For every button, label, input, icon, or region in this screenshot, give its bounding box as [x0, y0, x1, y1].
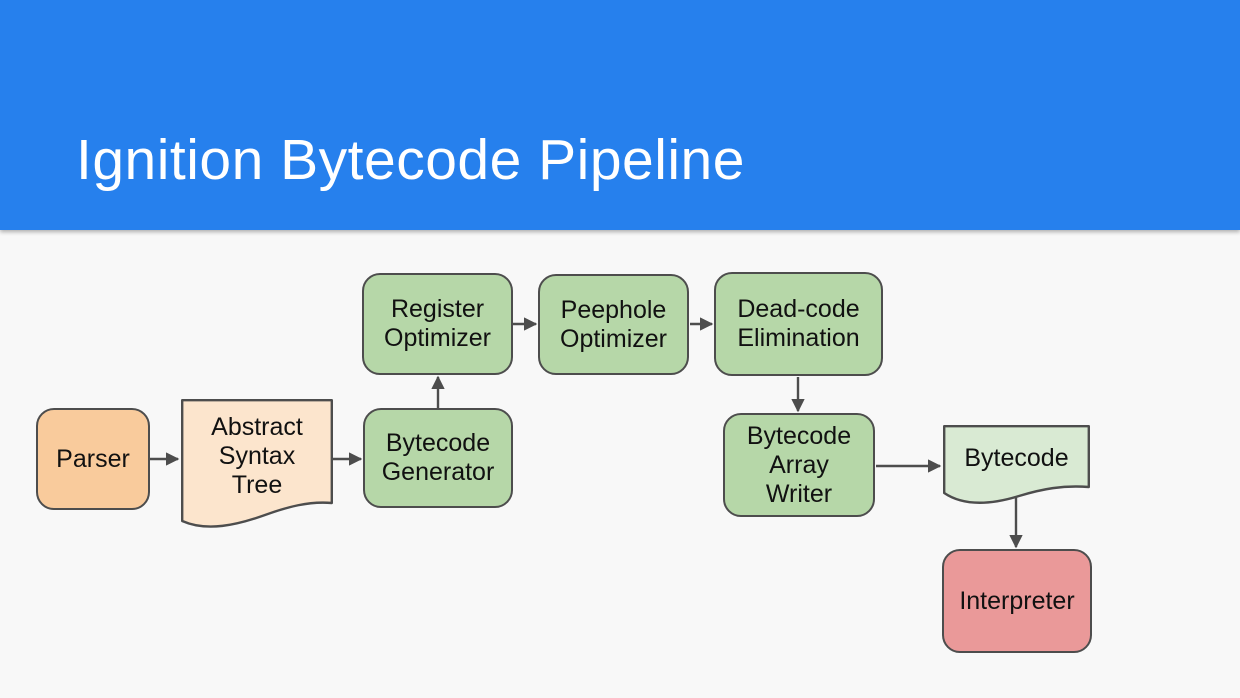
diagram-canvas: Parser Abstract Syntax Tree Bytecode Gen…	[0, 230, 1240, 698]
slide-title: Ignition Bytecode Pipeline	[76, 128, 745, 192]
node-dead-code-elimination-label: Dead-code Elimination	[737, 295, 860, 352]
document-shape-icon	[943, 425, 1090, 504]
node-peephole-optimizer: Peephole Optimizer	[538, 274, 689, 375]
node-peephole-optimizer-label: Peephole Optimizer	[560, 295, 667, 353]
node-parser: Parser	[36, 408, 150, 510]
node-interpreter-label: Interpreter	[959, 586, 1075, 615]
node-bytecode-generator-label: Bytecode Generator	[381, 429, 495, 486]
node-register-optimizer-label: Register Optimizer	[384, 295, 491, 352]
node-bytecode: Bytecode	[943, 425, 1090, 513]
node-interpreter: Interpreter	[942, 549, 1092, 653]
node-abstract-syntax-tree-label: Abstract Syntax Tree	[211, 412, 303, 499]
node-bytecode-array-writer-label: Bytecode Array Writer	[746, 421, 852, 508]
node-bytecode-generator: Bytecode Generator	[363, 408, 513, 508]
node-parser-label: Parser	[56, 444, 130, 473]
node-register-optimizer: Register Optimizer	[362, 273, 513, 375]
document-shape-icon	[181, 399, 333, 528]
flow-arrows	[150, 317, 1023, 549]
title-banner: Ignition Bytecode Pipeline	[0, 0, 1240, 230]
node-bytecode-label: Bytecode	[964, 443, 1069, 472]
node-abstract-syntax-tree: Abstract Syntax Tree	[181, 399, 333, 535]
node-bytecode-array-writer: Bytecode Array Writer	[723, 413, 875, 517]
node-dead-code-elimination: Dead-code Elimination	[714, 272, 883, 376]
